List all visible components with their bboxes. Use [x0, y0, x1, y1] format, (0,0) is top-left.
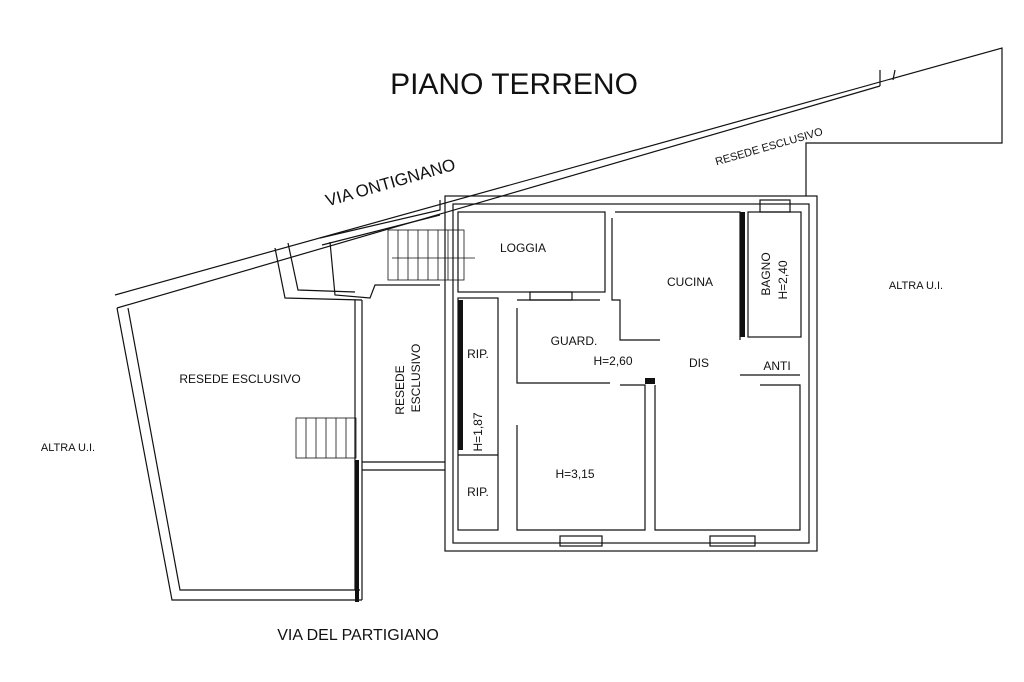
plan-title: PIANO TERRENO	[390, 68, 638, 101]
room-rip-height: H=1,87	[471, 412, 485, 451]
room-loggia-label: LOGGIA	[500, 241, 546, 255]
room-rip-bottom-label: RIP.	[467, 485, 489, 499]
room-bagno-label: BAGNO	[759, 252, 773, 295]
resede-mid-label-1: RESEDE	[393, 365, 407, 414]
resede-mid-label-2: ESCLUSIVO	[409, 344, 423, 413]
room-guard-height: H=2,60	[593, 354, 632, 368]
building-walls	[444, 195, 818, 552]
site-boundary	[114, 47, 1003, 601]
room-rip-top-label: RIP.	[467, 347, 489, 361]
room-dis-label: DIS	[689, 356, 709, 370]
wall-fills	[355, 212, 745, 602]
room-main-height: H=3,15	[555, 467, 594, 481]
altra-right-label: ALTRA U.I.	[889, 280, 943, 292]
stairs-left	[295, 417, 357, 459]
room-bagno-height: H=2,40	[776, 260, 790, 299]
resede-left-label: RESEDE ESCLUSIVO	[179, 372, 300, 386]
stairs-top	[387, 229, 475, 281]
resede-top-label: RESEDE ESCLUSIVO	[714, 126, 825, 168]
room-cucina-label: CUCINA	[667, 275, 713, 289]
altra-left-label: ALTRA U.I.	[41, 442, 95, 454]
street-top-label: VIA ONTIGNANO	[323, 155, 457, 210]
room-anti-label: ANTI	[763, 359, 790, 373]
room-guard-label: GUARD.	[551, 334, 598, 348]
street-bottom-label: VIA DEL PARTIGIANO	[277, 627, 439, 644]
